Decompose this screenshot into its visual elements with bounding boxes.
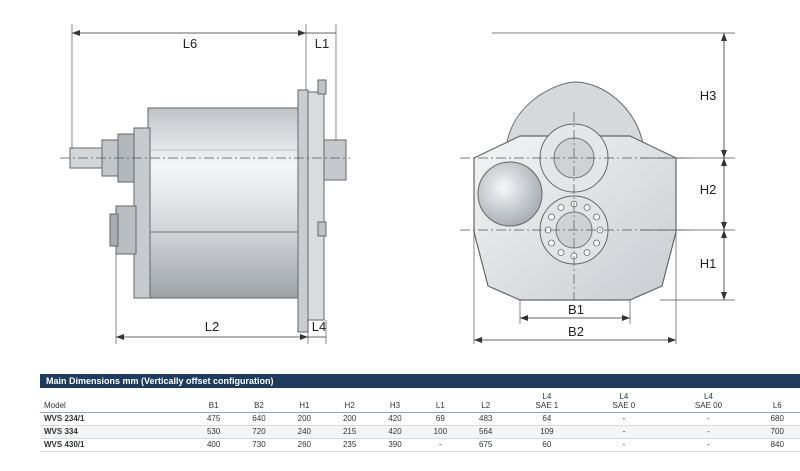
table-row: WVS 234/1 475 640 200 200 420 69 483 64 …: [40, 412, 800, 425]
front-view: H3 H2 H1 B1 B2: [460, 32, 735, 344]
dim-label-l2: L2: [205, 319, 219, 334]
table-cell: 200: [342, 414, 357, 423]
table-cell: 483: [479, 414, 493, 423]
header-l6: L6: [754, 388, 800, 413]
table-cell: 564: [479, 427, 493, 436]
technical-drawing: L6 L1 L2 L4: [60, 24, 735, 344]
cell-model: WVS 334: [44, 427, 78, 436]
header-h2: H2: [327, 388, 373, 413]
dim-label-b2: B2: [568, 324, 584, 339]
table-cell: -: [622, 427, 626, 436]
cell-model: WVS 234/1: [44, 414, 85, 423]
table-cell: 69: [435, 414, 445, 423]
table-row: WVS 334 530 720 240 215 420 100 564 109 …: [40, 425, 800, 438]
header-l4-sae1: L4 SAE 1: [508, 388, 586, 413]
table-cell: 420: [388, 427, 402, 436]
table-cell: 390: [388, 440, 402, 449]
table-cell: 680: [770, 414, 784, 423]
table-row: WVS 430/1 400 730 260 235 390 - 675 60 -…: [40, 438, 800, 451]
dim-label-h2: H2: [700, 182, 717, 197]
table-title: Main Dimensions mm (Vertically offset co…: [40, 374, 800, 388]
header-l4-sae00: L4 SAE 00: [662, 388, 755, 413]
table-header-row: Model B1 B2 H1 H2 H3 L1 L2 L4 SAE 1 L4 S…: [40, 388, 800, 413]
table-cell: 200: [297, 414, 311, 423]
table-cell: 530: [206, 427, 221, 436]
table-cell: -: [707, 427, 710, 436]
header-b1: B1: [190, 388, 237, 413]
dim-label-h3: H3: [700, 88, 717, 103]
table-cell: 840: [770, 440, 784, 449]
dim-label-h1: H1: [700, 256, 717, 271]
header-model: Model: [40, 388, 191, 413]
bolt-hole: [548, 213, 555, 221]
bolt-hole: [583, 249, 591, 256]
bolt-hole: [593, 239, 600, 247]
side-view: L6 L1 L2 L4: [60, 24, 350, 344]
table-cell: 260: [297, 440, 311, 449]
flange-bolts: [544, 200, 604, 260]
table-cell: 64: [542, 414, 552, 423]
bolt-hole: [548, 239, 555, 247]
table-cell: 675: [479, 440, 493, 449]
table-cell: 475: [206, 414, 221, 423]
header-h3: H3: [372, 388, 418, 413]
header-h1: H1: [281, 388, 327, 413]
header-l4-sae0: L4 SAE 0: [585, 388, 663, 413]
table-cell: 235: [342, 440, 357, 449]
table-cell: 100: [433, 427, 448, 436]
bolt-hole: [583, 204, 591, 211]
dimensions-table-section: Main Dimensions mm (Vertically offset co…: [40, 374, 800, 452]
bolt-hole: [593, 213, 600, 221]
table-cell: -: [439, 440, 442, 449]
header-b2: B2: [236, 388, 282, 413]
dim-label-l6: L6: [183, 36, 197, 51]
table-cell: -: [622, 440, 626, 449]
table-cell: 420: [388, 414, 402, 423]
cell-model: WVS 430/1: [44, 440, 85, 449]
table-cell: -: [707, 414, 710, 423]
header-l1: L1: [417, 388, 464, 413]
table-cell: 60: [542, 440, 552, 449]
bolt-hole: [557, 249, 565, 256]
header-l2: L2: [463, 388, 509, 413]
dim-label-l4: L4: [312, 319, 326, 334]
table-cell: 400: [206, 440, 221, 449]
dim-label-l1: L1: [315, 36, 329, 51]
table-cell: 240: [297, 427, 311, 436]
table-cell: 640: [252, 414, 266, 423]
table-cell: 215: [342, 427, 357, 436]
bolt-hole: [557, 204, 565, 211]
table-cell: -: [707, 440, 710, 449]
table-cell: 720: [252, 427, 266, 436]
table-cell: -: [622, 414, 626, 423]
dimensions-table: Model B1 B2 H1 H2 H3 L1 L2 L4 SAE 1 L4 S…: [40, 388, 800, 452]
table-cell: 730: [252, 440, 266, 449]
table-cell: 700: [770, 427, 784, 436]
table-cell: 109: [540, 427, 554, 436]
dim-label-b1: B1: [568, 302, 584, 317]
